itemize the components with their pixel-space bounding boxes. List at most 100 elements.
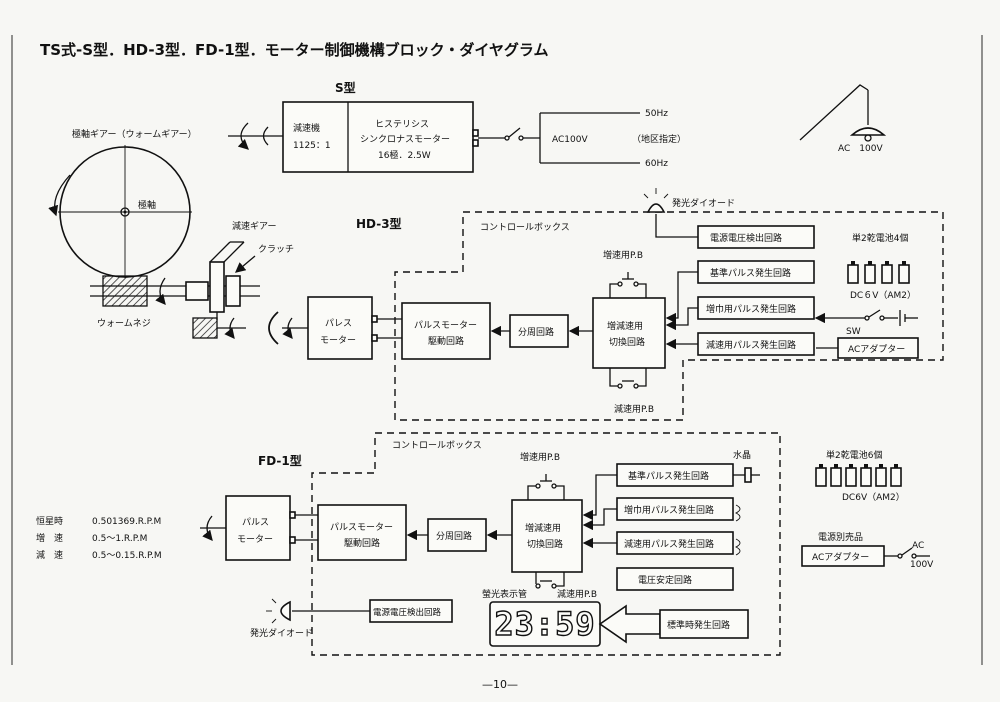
hd3-driver-label-1: パルスモーター <box>414 320 477 331</box>
pinion-gear-icon <box>192 317 218 339</box>
fd1-driver-label-2: 駆動回路 <box>344 537 380 549</box>
fd1-ac-label: AC <box>912 541 924 551</box>
speed-value-down: 0.5～0.15.R.P.M <box>92 551 162 561</box>
time-standard-label: 標準時発生回路 <box>667 619 730 631</box>
fd1-battery-spec: DC6V（AM2） <box>842 492 905 503</box>
hd3-battery-label: 単2乾電池4個 <box>852 232 908 244</box>
fd1-driver-label-1: パルスモーター <box>330 522 393 533</box>
lamp-cord <box>799 84 869 141</box>
speed-value-sidereal: 0.501369.R.P.M <box>92 517 161 527</box>
fd1-divider-label: 分周回路 <box>436 530 472 542</box>
fd1-regulator-block <box>616 567 734 591</box>
reduction-gear-label: 減速ギアー <box>232 220 276 232</box>
hd3-power-switch-icon <box>868 309 881 318</box>
fd1-down-pulse-label: 減速用パルス発生回路 <box>624 538 714 550</box>
fd1-pb-up-label: 増速用P.B <box>520 451 560 463</box>
polar-axis-label: 極軸 <box>138 199 156 211</box>
fd1-battery-icons <box>815 464 902 487</box>
hysteresis-label: ヒステリシス <box>375 119 429 130</box>
fd1-control-box <box>311 432 781 656</box>
s-type-heading: S型 <box>335 80 356 95</box>
fd1-pb-down-label: 減速用P.B <box>557 588 597 600</box>
hd3-pb-down-label: 減速用P.B <box>614 403 654 415</box>
polar-gear-label: 極軸ギアー（ウォームギアー） <box>72 128 197 140</box>
hd3-down-pulse-label: 減速用パルス発生回路 <box>706 339 796 351</box>
hd3-motor-label-2: モーター <box>320 335 356 346</box>
hd3-switch-label-1: 増減速用 <box>607 320 643 332</box>
worm-screw-label: ウォームネジ <box>97 318 151 329</box>
display-time-readout: 23:59 <box>494 605 595 643</box>
fd1-voltage-detect-label: 電源電圧検出回路 <box>373 607 442 618</box>
fd1-battery-label: 単2乾電池6個 <box>826 449 882 461</box>
fd1-up-pulse-label: 増巾用パルス発生回路 <box>624 504 714 516</box>
hd3-battery-spec: DC６V（AM2） <box>850 290 916 301</box>
freq-60-label: 60Hz <box>645 159 668 169</box>
region-note: （地区指定） <box>632 133 686 145</box>
coupling-icon <box>268 311 279 345</box>
hd3-driver-label-2: 駆動回路 <box>428 335 464 347</box>
page-title: TS式-S型．HD-3型．FD-1型．モーター制御機構ブロック・ダイヤグラム <box>40 41 548 59</box>
fd1-led-label: 発光ダイオード <box>250 627 313 639</box>
hd3-battery-icons <box>847 261 910 284</box>
fd1-control-box-label: コントロールボックス <box>392 440 482 451</box>
crystal-icon <box>744 467 752 483</box>
hd3-sw-label: SW <box>846 327 861 337</box>
hd3-led-label: 発光ダイオード <box>672 197 735 209</box>
fd1-ref-pulse-label: 基準パルス発生回路 <box>628 470 709 482</box>
hd3-switch-label-2: 切換回路 <box>609 336 645 348</box>
gear-rotation-arrow-icon <box>48 174 71 217</box>
hd3-ref-pulse-label: 基準パルス発生回路 <box>710 267 791 279</box>
s-motor-block <box>282 101 474 173</box>
lamp-icon <box>849 127 887 136</box>
hd3-driver-block <box>401 302 491 360</box>
reducer-ratio: 1125：1 <box>293 141 331 151</box>
hd3-led-icon <box>646 203 666 213</box>
hd3-control-box <box>394 211 944 421</box>
fd1-motor-label-2: モーター <box>237 534 273 545</box>
fd1-switch-block <box>511 499 583 573</box>
hd3-up-pulse-label: 増巾用パルス発生回路 <box>706 303 796 315</box>
fd1-power-switch-icon <box>901 547 913 556</box>
fd1-divider-block <box>427 518 487 552</box>
speed-value-up: 0.5～1.R.P.M <box>92 534 147 544</box>
reducer-label: 減速機 <box>293 122 320 134</box>
hd3-pb-up-label: 増速用P.B <box>603 249 643 261</box>
display-tube-label: 螢光表示管 <box>482 588 527 600</box>
fd1-switch-label-1: 増減速用 <box>525 522 561 534</box>
fd1-pulse-motor-block <box>225 495 291 561</box>
page-number: —10— <box>482 678 518 691</box>
hd3-ac-adapter-label: ACアダプター <box>848 343 905 355</box>
rotation-arrow-icon <box>262 126 269 146</box>
hd3-motor-label-1: パレス <box>325 318 352 329</box>
fd1-driver-block <box>317 504 407 561</box>
hd3-control-box-label: コントロールボックス <box>480 222 570 233</box>
crystal-label: 水晶 <box>733 449 751 461</box>
hd3-divider-label: 分周回路 <box>518 326 554 338</box>
display-feed-arrow <box>598 604 661 644</box>
worm-screw-icon <box>102 275 148 307</box>
fd1-rotation-arrow-icon <box>202 515 213 541</box>
motor-spec-label: 16極．2.5W <box>378 149 431 161</box>
speed-name-down: 減 速 <box>36 549 63 561</box>
speed-name-up: 増 速 <box>36 532 63 544</box>
fd1-switch-label-2: 切換回路 <box>527 538 563 550</box>
hd3-switch-block <box>592 297 666 369</box>
clutch-label: クラッチ <box>258 244 294 255</box>
fd1-ac-adapter-label: ACアダプター <box>812 551 869 563</box>
hd3-pulse-motor-block <box>307 296 373 360</box>
ac100v-label: AC100V <box>552 135 588 145</box>
hd3-heading: HD-3型 <box>356 216 402 231</box>
power-switch-icon <box>508 127 521 138</box>
time-standard-block <box>659 609 749 639</box>
synchronous-motor-label: シンクロナスモーター <box>360 134 450 145</box>
rotation-arrow-icon <box>237 122 249 150</box>
fd1-ac-volt-label: 100V <box>910 560 934 570</box>
fd1-motor-label-1: パルス <box>242 517 269 528</box>
fd1-heading: FD-1型 <box>258 453 302 468</box>
hd3-divider-block <box>509 314 569 348</box>
power-separate-label: 電源別売品 <box>818 531 863 543</box>
speed-name-sidereal: 恒星時 <box>36 515 63 527</box>
freq-50-label: 50Hz <box>645 109 668 119</box>
